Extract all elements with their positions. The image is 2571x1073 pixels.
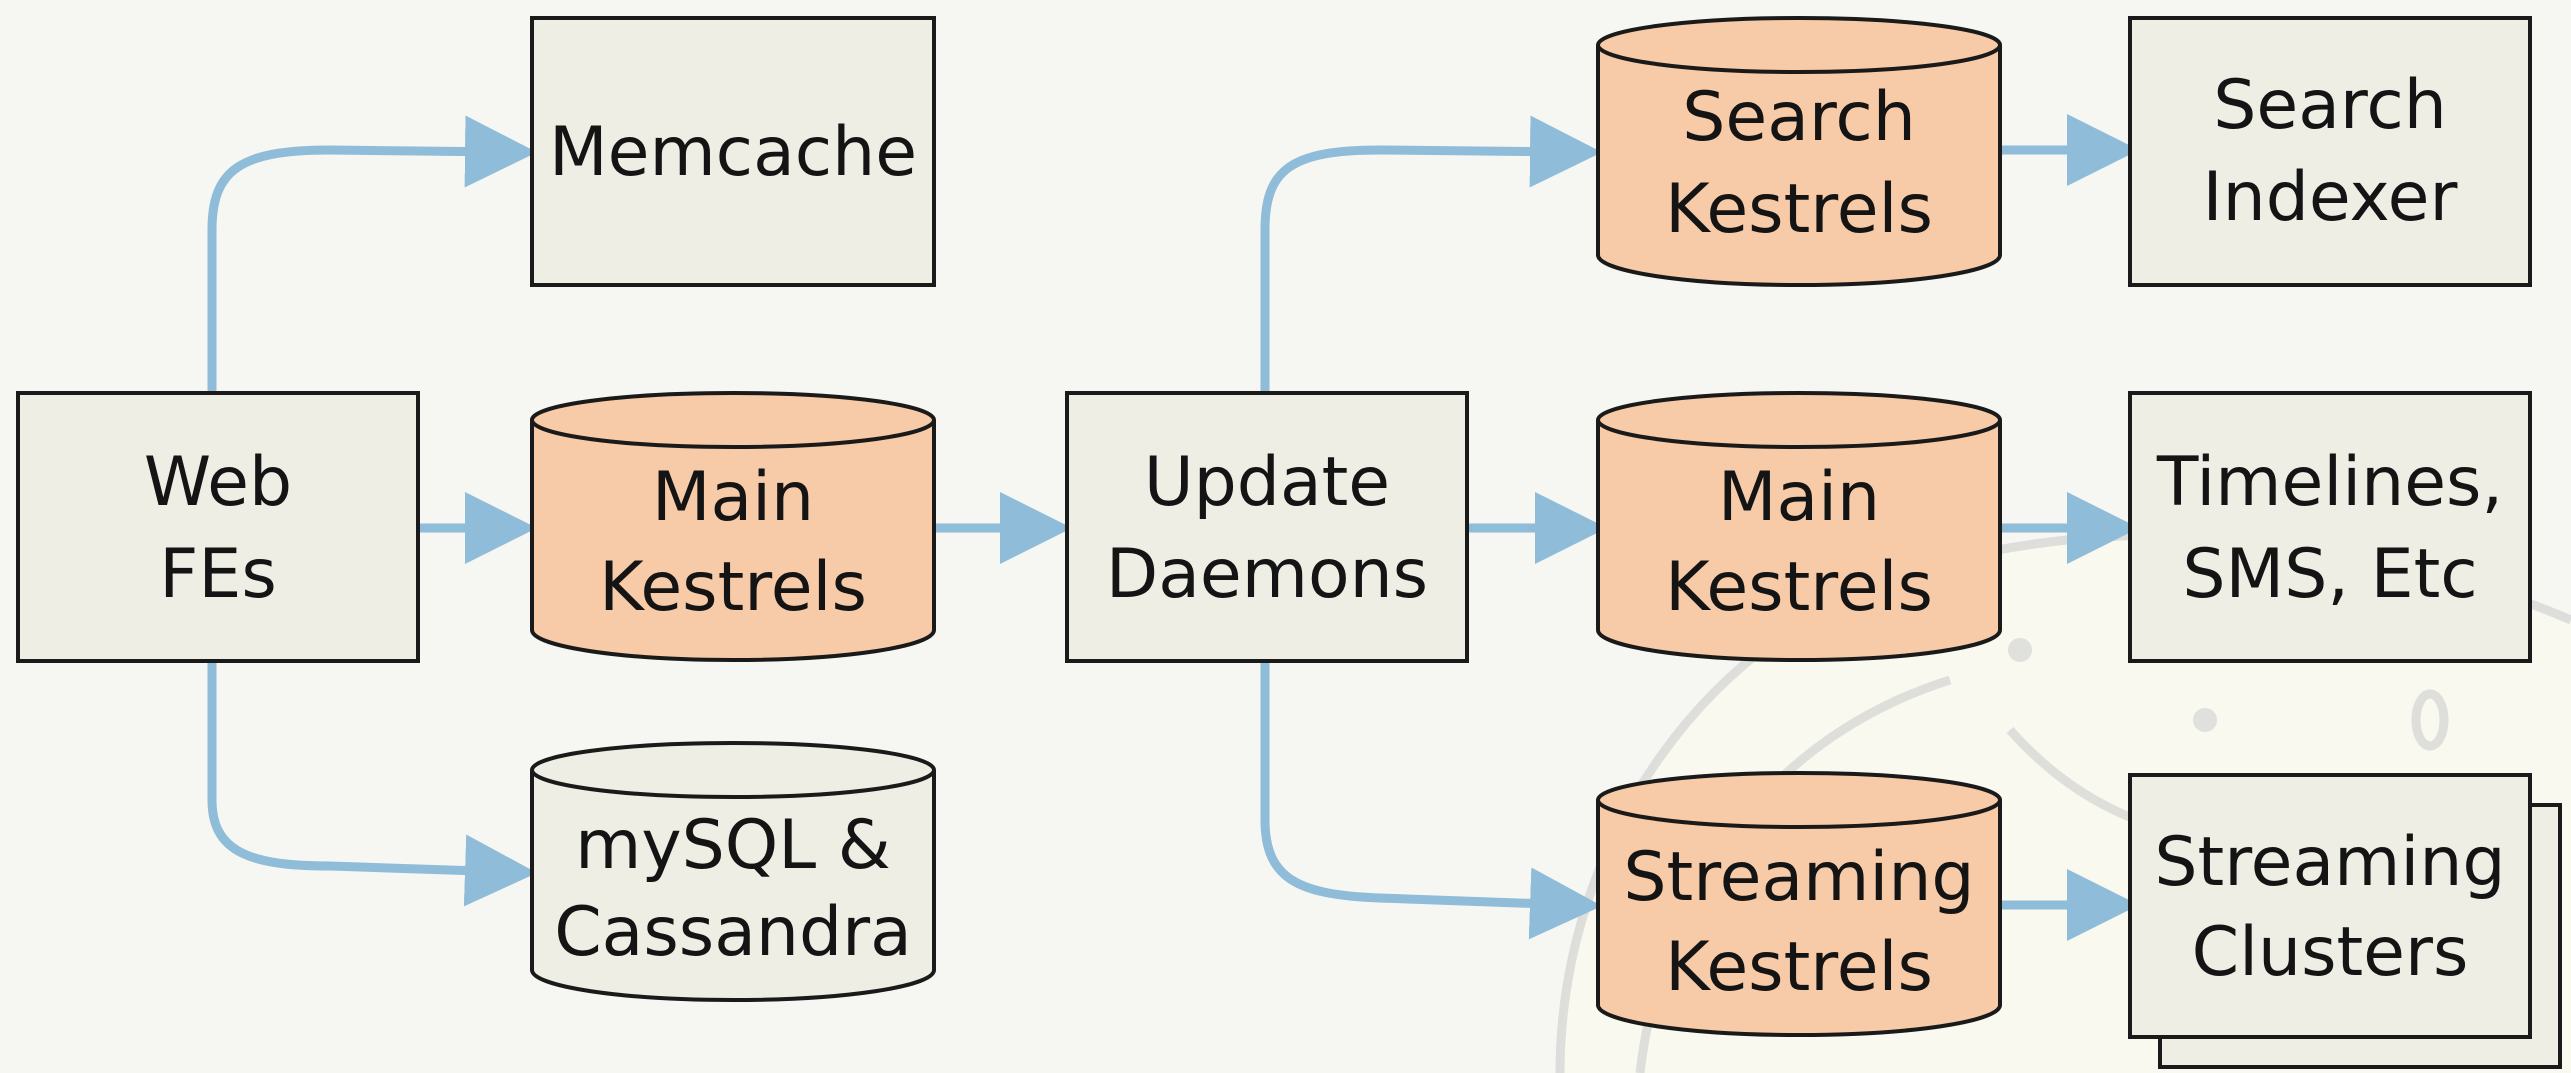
node-streaming-clusters: Streaming Clusters: [2128, 773, 2562, 1069]
node-main-kestrels-left: Main Kestrels: [530, 391, 936, 662]
streaming-kestrels-line1: Streaming: [1623, 838, 1974, 917]
search-indexer-line2: Indexer: [2203, 158, 2458, 237]
update-daemons-line1: Update: [1144, 443, 1390, 522]
node-search-indexer: Search Indexer: [2128, 16, 2532, 287]
search-kestrels-line1: Search: [1682, 78, 1916, 157]
main-kestrels-right-line2: Kestrels: [1665, 548, 1933, 627]
search-kestrels-line2: Kestrels: [1665, 170, 1933, 249]
node-memcache: Memcache: [530, 16, 936, 287]
web-fes-line2: FEs: [159, 535, 277, 614]
node-web-fes: Web FEs: [16, 391, 420, 663]
timelines-line2: SMS, Etc: [2182, 535, 2477, 614]
streaming-kestrels-line2: Kestrels: [1665, 928, 1933, 1007]
node-main-kestrels-right: Main Kestrels: [1596, 391, 2002, 662]
arrow-updatedaemons-streamingkestrels: [1260, 657, 1602, 940]
memcache-label: Memcache: [549, 113, 917, 192]
arrow-updatedaemons-searchkestrels: [1260, 115, 1602, 395]
streaming-clusters-line2: Clusters: [2192, 913, 2469, 992]
node-search-kestrels: Search Kestrels: [1596, 16, 2002, 287]
main-kestrels-right-line1: Main: [1718, 458, 1880, 537]
node-mysql-cassandra: mySQL & Cassandra: [530, 741, 936, 1002]
main-kestrels-left-line2: Kestrels: [599, 548, 867, 627]
search-indexer-line1: Search: [2213, 66, 2447, 145]
timelines-line1: Timelines,: [2156, 443, 2503, 522]
flow-arrows: [207, 114, 2139, 941]
mysql-cassandra-line2: Cassandra: [554, 893, 912, 972]
node-update-daemons: Update Daemons: [1065, 391, 1469, 663]
update-daemons-line2: Daemons: [1106, 535, 1428, 614]
mysql-cassandra-line1: mySQL &: [575, 806, 891, 885]
node-streaming-kestrels: Streaming Kestrels: [1596, 771, 2002, 1037]
main-kestrels-left-line1: Main: [652, 458, 814, 537]
node-timelines: Timelines, SMS, Etc: [2128, 391, 2532, 663]
arrow-webfes-mysql: [207, 657, 537, 907]
arrow-webfes-memcache: [207, 115, 537, 395]
web-fes-line1: Web: [144, 443, 292, 522]
streaming-clusters-line1: Streaming: [2154, 823, 2505, 902]
